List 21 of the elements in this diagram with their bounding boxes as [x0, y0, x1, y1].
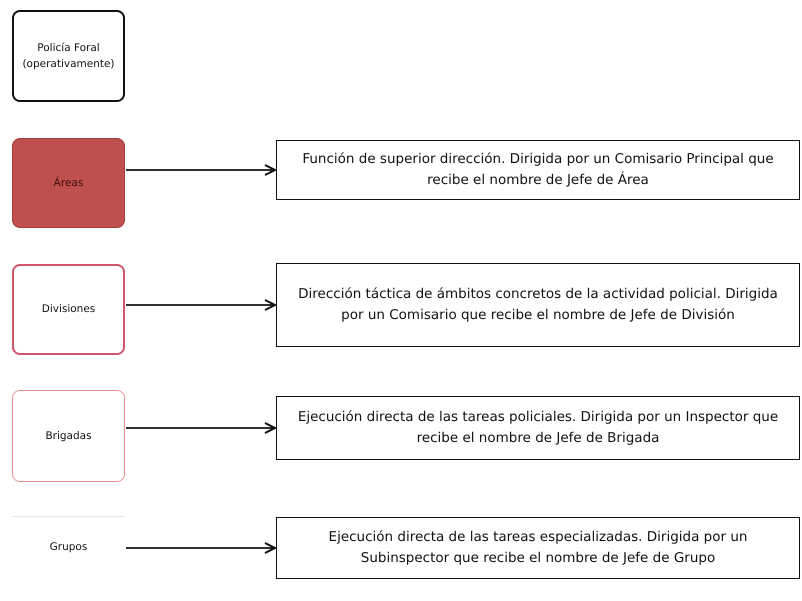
node-text: Ejecución directa de las tareas especializadas. Dirigida por un Subinspector que recibe el nombre de Jefe de Grupo — [328, 528, 748, 568]
level-box — [12, 138, 125, 228]
description-box — [276, 396, 800, 460]
node-text: Función de superior dirección. Dirigida por un Comisario Principal que recibe el nombre de Jefe de Área — [301, 150, 775, 190]
level-box — [12, 264, 125, 355]
arrow — [126, 422, 276, 434]
node-text: Ejecución directa de las tareas policiales. Dirigida por un Inspector que recibe el nombre de Jefe de Brigada — [296, 408, 780, 448]
level-box — [12, 390, 125, 482]
level-box — [12, 10, 125, 102]
arrow — [126, 164, 276, 176]
node-text: Policía Foral (operativamente) — [22, 40, 115, 72]
node-text: Grupos — [50, 540, 88, 556]
node-text: Dirección táctica de ámbitos concretos de la actividad policial. Dirigida por un Comisario que recibe el nombre de Jefe de División — [297, 285, 779, 325]
arrow — [126, 299, 276, 311]
description-box — [276, 517, 800, 579]
node-text: Divisiones — [42, 302, 96, 318]
description-box — [276, 140, 800, 200]
description-box — [276, 263, 800, 347]
arrow — [126, 542, 276, 554]
node-text: Brigadas — [45, 428, 92, 444]
node-text: Áreas — [54, 175, 84, 191]
